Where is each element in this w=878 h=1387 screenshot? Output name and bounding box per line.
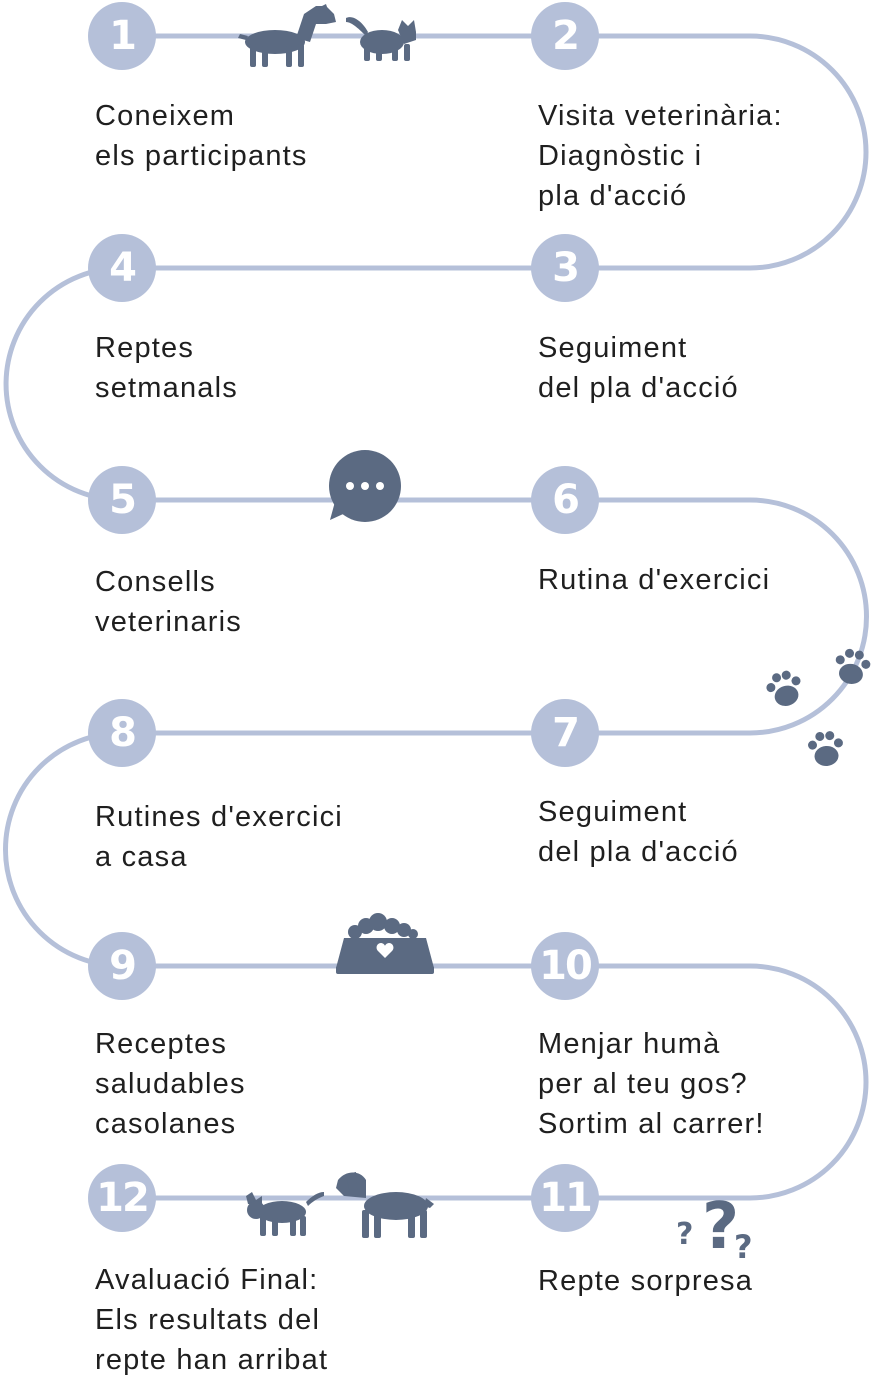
step-label-line: els participants <box>95 140 308 172</box>
step-number-5: 5 <box>109 477 137 523</box>
step-number-3: 3 <box>552 245 580 291</box>
step-label-line: Rutina d'exercici <box>538 564 771 596</box>
step-number-7: 7 <box>552 710 580 756</box>
dog-icon <box>238 4 336 67</box>
step-number-12: 12 <box>96 1175 150 1221</box>
step-label-line: Avaluació Final: <box>95 1264 319 1296</box>
step-number-9: 9 <box>109 943 137 989</box>
step-label-line: casolanes <box>95 1108 237 1140</box>
step-circle-12 <box>88 1164 156 1232</box>
step-label-5: Consells veterinaris <box>95 562 242 642</box>
step-label-11: Repte sorpresa <box>538 1261 753 1301</box>
step-label-8: Rutines d'exercici a casa <box>95 797 343 877</box>
step-circle-10 <box>531 932 599 1000</box>
step-label-line: Visita veterinària: <box>538 100 783 132</box>
step-circle-8 <box>88 699 156 767</box>
step-number-11: 11 <box>539 1175 593 1221</box>
step-label-4: Reptes setmanals <box>95 328 238 408</box>
step-circle-1 <box>88 2 156 70</box>
step-label-line: Receptes <box>95 1028 228 1060</box>
step-number-4: 4 <box>109 245 137 291</box>
step-label-line: Menjar humà <box>538 1028 721 1060</box>
food-bowl-icon <box>336 913 434 974</box>
step-label-line: Reptes <box>95 332 195 364</box>
step-circle-11 <box>531 1164 599 1232</box>
step-label-3: Seguiment del pla d'acció <box>538 328 739 408</box>
step-label-7: Seguiment del pla d'acció <box>538 792 739 872</box>
step-label-line: veterinaris <box>95 606 242 638</box>
step-label-6: Rutina d'exercici <box>538 560 770 600</box>
step-circles <box>88 2 599 1232</box>
step-label-10: Menjar humà per al teu gos? Sortim al ca… <box>538 1024 765 1144</box>
svg-text:?: ? <box>676 1217 693 1252</box>
step-label-1: Coneixem els participants <box>95 96 308 176</box>
step-circle-6 <box>531 466 599 534</box>
step-number-6: 6 <box>552 477 580 523</box>
dog-icon <box>336 1172 434 1238</box>
step-label-line: repte han arribat <box>95 1344 329 1376</box>
step-label-line: Coneixem <box>95 100 236 132</box>
step-label-line: pla d'acció <box>538 180 688 212</box>
step-number-10: 10 <box>539 943 593 989</box>
step-circle-2 <box>531 2 599 70</box>
step-label-line: Seguiment <box>538 796 688 828</box>
step-circle-7 <box>531 699 599 767</box>
chat-bubble-icon <box>329 450 401 522</box>
step-label-line: Els resultats del <box>95 1304 321 1336</box>
svg-text:?: ? <box>702 1190 739 1264</box>
step-label-line: Rutines d'exercici <box>95 801 343 833</box>
question-marks-icon: ? ? ? <box>676 1190 753 1266</box>
step-label-line: setmanals <box>95 372 238 404</box>
step-number-1: 1 <box>109 13 137 59</box>
step-label-line: Consells <box>95 566 216 598</box>
cat-icon <box>346 17 416 61</box>
step-circle-3 <box>531 234 599 302</box>
step-circle-4 <box>88 234 156 302</box>
cat-icon <box>246 1192 324 1236</box>
step-number-2: 2 <box>552 13 580 59</box>
roadmap-path <box>3 33 869 1201</box>
step-label-line: a casa <box>95 841 188 873</box>
step-number-8: 8 <box>109 710 137 756</box>
paw-icon <box>766 648 871 766</box>
step-label-line: Seguiment <box>538 332 688 364</box>
step-circle-9 <box>88 932 156 1000</box>
step-label-line: Diagnòstic i <box>538 140 703 172</box>
step-label-line: saludables <box>95 1068 246 1100</box>
step-circle-5 <box>88 466 156 534</box>
step-label-line: Sortim al carrer! <box>538 1108 765 1140</box>
step-label-9: Receptes saludables casolanes <box>95 1024 246 1144</box>
step-label-line: Repte sorpresa <box>538 1265 754 1297</box>
step-label-2: Visita veterinària: Diagnòstic i pla d'a… <box>538 96 783 216</box>
step-label-line: del pla d'acció <box>538 836 739 868</box>
step-label-line: per al teu gos? <box>538 1068 748 1100</box>
step-label-line: del pla d'acció <box>538 372 739 404</box>
step-label-12: Avaluació Final: Els resultats del repte… <box>95 1260 328 1380</box>
svg-text:?: ? <box>734 1228 753 1266</box>
